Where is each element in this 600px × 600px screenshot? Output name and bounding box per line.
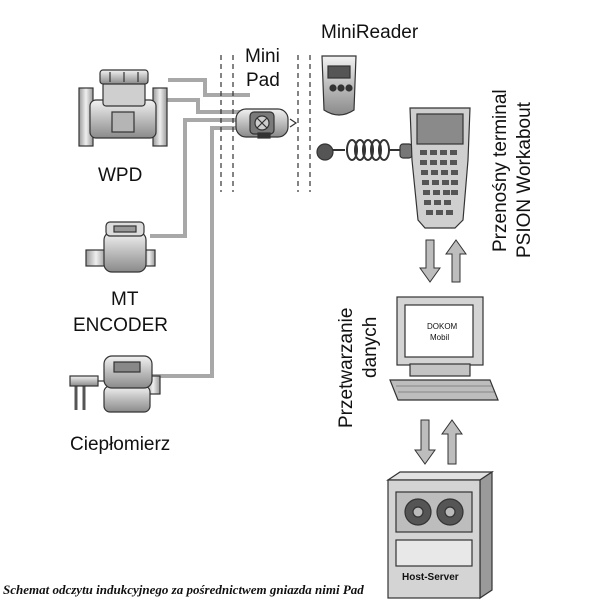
label-processing-line2: danych: [360, 317, 381, 378]
label-mt-line1: MT: [111, 289, 139, 310]
heat-meter-icon: [69, 355, 161, 413]
figure-caption: Schemat odczytu indukcyjnego za pośredni…: [3, 582, 364, 597]
label-minipad-line2: Pad: [246, 70, 280, 91]
arrow-up-icon: [445, 239, 467, 283]
cable-wpd-2: [160, 98, 250, 114]
label-wpd: WPD: [98, 165, 142, 186]
minipad-dashed-guides: [220, 55, 311, 192]
arrow-down-icon: [419, 239, 441, 283]
arrows-terminal-pc: [419, 239, 467, 283]
coiled-cable: [330, 139, 402, 161]
psion-keypad: [420, 150, 458, 215]
meter-cables: [150, 78, 250, 378]
arrows-pc-server: [414, 419, 463, 465]
arrow-up-icon: [441, 419, 463, 465]
keyboard-keys: [396, 385, 494, 393]
label-host-server: Host-Server: [402, 572, 459, 583]
water-meter-wpd-icon: [78, 69, 168, 147]
water-meter-mt-icon: [85, 221, 156, 273]
minireader-icon: [321, 55, 357, 116]
label-mt-line2: ENCODER: [73, 315, 168, 336]
label-processing-line1: Przetwarzanie: [336, 308, 357, 428]
cable-mt: [150, 118, 250, 238]
label-terminal-line2: PSION Workabout: [514, 101, 535, 258]
label-terminal-line1: Przenośny terminal: [490, 89, 511, 252]
cable-plug-icon: [316, 143, 413, 161]
arrow-down-icon: [414, 419, 436, 465]
cable-wpd: [168, 78, 250, 97]
desktop-computer-icon: [389, 296, 499, 401]
cable-heat: [152, 126, 250, 378]
label-minireader: MiniReader: [321, 22, 419, 43]
label-minipad-line1: Mini: [245, 46, 280, 67]
label-cieplomierz: Ciepłomierz: [70, 434, 170, 455]
screen-text-line1: DOKOM: [427, 322, 458, 331]
screen-text-line2: Mobil: [430, 333, 449, 342]
minipad-socket-icon: [235, 108, 298, 139]
psion-terminal-icon: [409, 107, 471, 229]
host-server-icon: [386, 470, 494, 600]
